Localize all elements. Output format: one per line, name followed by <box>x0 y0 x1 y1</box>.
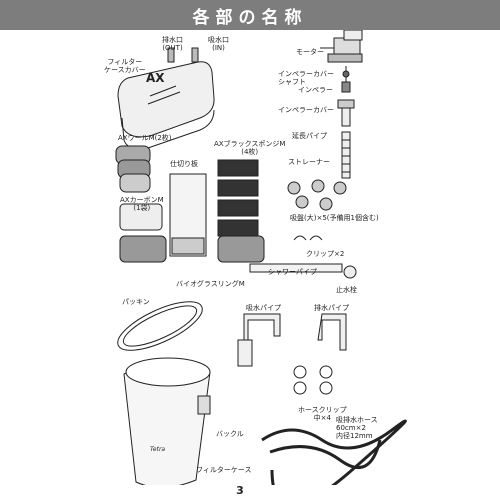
riser-pipe-label: 延長パイプ <box>292 132 327 140</box>
carbon-label: AXカーボンM (1袋) <box>120 196 164 212</box>
shower-pipe-label: シャワーパイプ <box>268 268 317 276</box>
intake-outlet-pipes-illustration <box>237 313 347 367</box>
bio-rings-illustration <box>119 235 265 263</box>
hose-clip-label: ホースクリップ 中×4 <box>298 406 347 422</box>
divider-label: 仕切り板 <box>170 160 198 168</box>
packing-illustration <box>117 301 203 351</box>
carbon-bag-illustration <box>119 203 163 231</box>
parts-illustration <box>115 30 407 485</box>
filter-case-illustration <box>123 357 211 485</box>
motor-label: モーター <box>296 48 324 56</box>
wool-label: AXウールM(2枚) <box>118 134 172 142</box>
impeller-parts-illustration <box>337 66 355 179</box>
wool-pads-illustration <box>115 145 151 193</box>
clips-illustration <box>293 235 323 241</box>
sponge-label: AXブラックスポンジM (4枚) <box>214 140 286 156</box>
page-title: 各部の名称 <box>0 0 500 30</box>
divider-illustration <box>169 173 207 257</box>
impeller-label: インペラー <box>298 86 333 94</box>
hose-label: 吸排水ホース 60cm×2 内径12mm <box>336 416 378 440</box>
strainer-label: ストレーナー <box>288 158 330 166</box>
buckle-label: バックル <box>216 430 244 438</box>
case-brand-label: AX <box>146 71 165 85</box>
inlet-label: 吸水口 (IN) <box>208 36 229 52</box>
suction-cup-label: 吸盤(大)×5(予備用1個含む) <box>290 214 379 222</box>
hoses-illustration <box>261 419 407 485</box>
filter-case-label: フィルターケース <box>196 466 252 474</box>
packing-label: パッキン <box>122 298 150 306</box>
bio-rings-label: バイオグラスリングM <box>176 280 245 288</box>
shower-pipe-illustration <box>249 263 357 279</box>
sponges-illustration <box>217 159 259 237</box>
hose-clips-illustration <box>293 365 333 395</box>
impeller-cover-label: インペラーカバー <box>278 106 334 114</box>
case-logo: Tetra <box>150 446 166 453</box>
clip-label: クリップ×2 <box>306 250 345 258</box>
motor-illustration <box>320 30 363 63</box>
page-number: 3 <box>236 484 244 497</box>
impeller-cover-shaft-label: インペラーカバー シャフト <box>278 70 334 86</box>
stopper-label: 止水栓 <box>336 286 357 294</box>
intake-pipe-label: 吸水パイプ <box>246 304 281 312</box>
outlet-pipe-label: 排水パイプ <box>314 304 349 312</box>
suction-cups-illustration <box>287 179 347 211</box>
outlet-label: 排水口 (OUT) <box>162 36 183 52</box>
filter-case-cover-label: フィルター ケースカバー <box>104 58 146 74</box>
